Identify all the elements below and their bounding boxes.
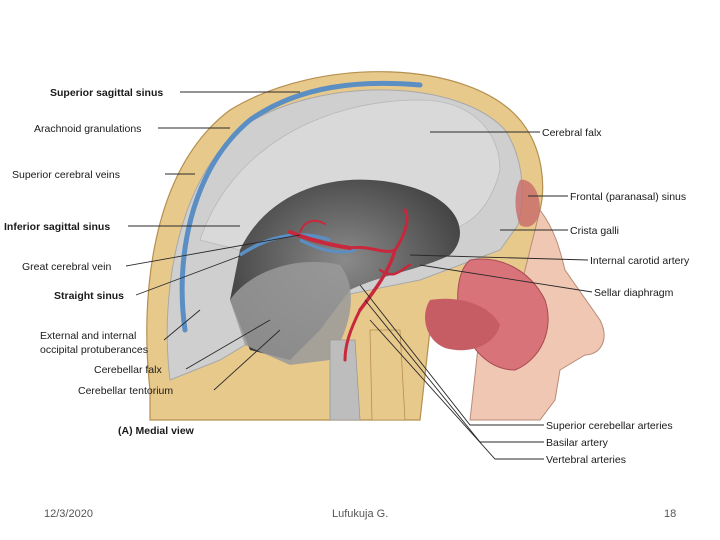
superior-sagittal-sinus-vessel bbox=[179, 80, 423, 333]
label-crista-galli: Crista galli bbox=[570, 225, 619, 237]
label-great-cerebral-vein: Great cerebral vein bbox=[22, 261, 111, 273]
label-internal-carotid-artery: Internal carotid artery bbox=[590, 255, 690, 267]
label-straight-sinus: Straight sinus bbox=[54, 290, 124, 302]
label-sellar-diaphragm: Sellar diaphragm bbox=[594, 287, 674, 299]
label-cerebellar-falx: Cerebellar falx bbox=[94, 364, 162, 376]
great-cerebral-vein-vessel bbox=[299, 238, 356, 254]
figure-caption: (A) Medial view bbox=[118, 425, 195, 437]
tentorium-area bbox=[230, 261, 351, 365]
cervical-vertebrae bbox=[369, 329, 406, 421]
footer-date: 12/3/2020 bbox=[44, 508, 93, 520]
label-arachnoid-granulations: Arachnoid granulations bbox=[34, 123, 141, 135]
label-superior-cerebral-veins: Superior cerebral veins bbox=[12, 169, 120, 181]
label-cerebral-falx: Cerebral falx bbox=[542, 127, 602, 139]
footer-page-number: 18 bbox=[664, 508, 677, 520]
label-frontal-sinus: Frontal (paranasal) sinus bbox=[570, 191, 686, 203]
label-occipital-line2: occipital protuberances bbox=[40, 344, 148, 356]
label-occipital-line1: External and internal bbox=[40, 330, 136, 342]
leader-lines bbox=[125, 91, 593, 460]
label-vertebral-arteries: Vertebral arteries bbox=[546, 454, 626, 466]
label-superior-sagittal-sinus: Superior sagittal sinus bbox=[50, 87, 163, 99]
label-cerebellar-tentorium: Cerebellar tentorium bbox=[78, 385, 173, 397]
nasal-concha bbox=[425, 298, 500, 351]
arteries bbox=[288, 208, 412, 362]
label-inferior-sagittal-sinus: Inferior sagittal sinus bbox=[4, 221, 110, 233]
label-superior-cerebellar-arteries: Superior cerebellar arteries bbox=[546, 420, 673, 432]
footer-author: Lufukuja G. bbox=[332, 508, 389, 520]
straight-sinus-vessel bbox=[239, 233, 331, 257]
label-basilar-artery: Basilar artery bbox=[546, 437, 609, 449]
frontal-sinus-shape bbox=[515, 179, 540, 227]
anatomy-figure: Superior sagittal sinus Arachnoid granul… bbox=[4, 71, 690, 466]
